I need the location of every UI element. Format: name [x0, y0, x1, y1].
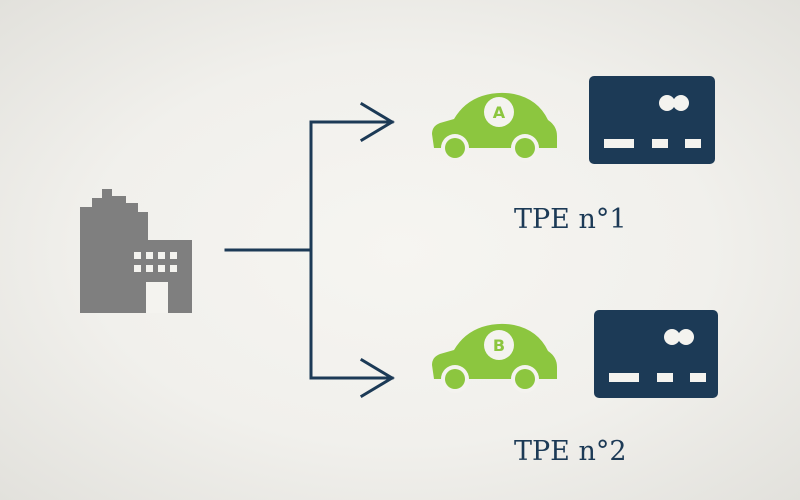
car-icon-a: A — [432, 92, 557, 162]
building-windows — [127, 246, 186, 313]
car-letter-b: B — [493, 336, 505, 355]
arrow-to-branch-b — [309, 357, 395, 399]
branch-connector — [224, 120, 313, 380]
arrow-to-branch-a — [309, 101, 395, 143]
car-letter-a: A — [493, 103, 506, 122]
tpe-label-2: TPE n°2 — [514, 436, 627, 467]
tpe-label-1: TPE n°1 — [514, 204, 627, 235]
payment-card-icon-b — [594, 310, 718, 398]
car-icon-b: B — [432, 323, 557, 393]
payment-card-icon-a — [589, 76, 715, 164]
